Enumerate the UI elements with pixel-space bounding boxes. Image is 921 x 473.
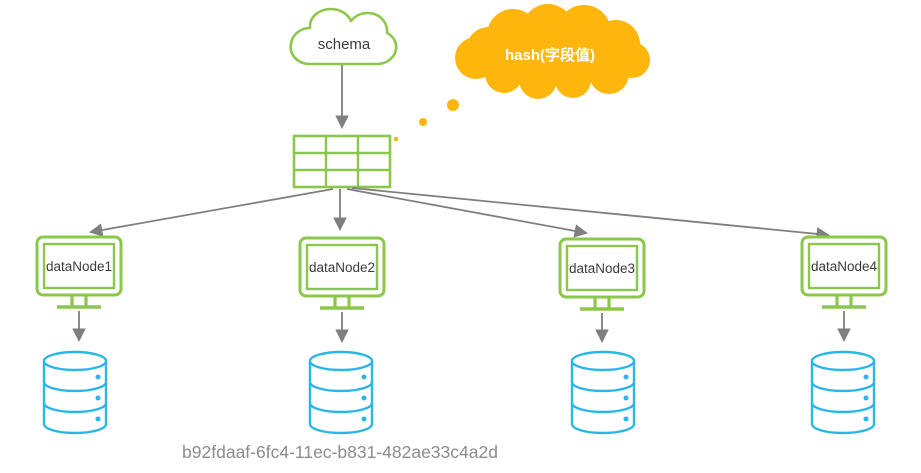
database4-icon [810,350,876,435]
datanode2-label: dataNode2 [309,260,375,275]
arrow-table-to-datanode4 [351,187,831,241]
uuid-caption: b92fdaaf-6fc4-11ec-b831-482ae33c4a2d [182,442,498,462]
database2-icon [308,350,374,435]
arrow-table-to-datanode3 [346,188,588,238]
datanode4-label: dataNode4 [811,259,878,274]
thought-trail-dot-large [447,99,459,111]
database3-icon [570,350,636,435]
datanode3-label: dataNode3 [569,261,635,276]
thought-trail-dot-medium [419,118,427,126]
schema-label: schema [318,36,371,53]
thought-trail-dot-small [393,136,399,142]
thought-bubble: hash(字段值) [455,4,650,99]
arrow-table-to-datanode1 [89,188,334,237]
schema-cloud-shape [289,7,398,66]
thought-bubble-label: hash(字段值) [505,46,595,64]
datanode1-label: dataNode1 [46,259,112,274]
database1-icon [42,350,108,435]
table-grid-icon [292,134,392,189]
